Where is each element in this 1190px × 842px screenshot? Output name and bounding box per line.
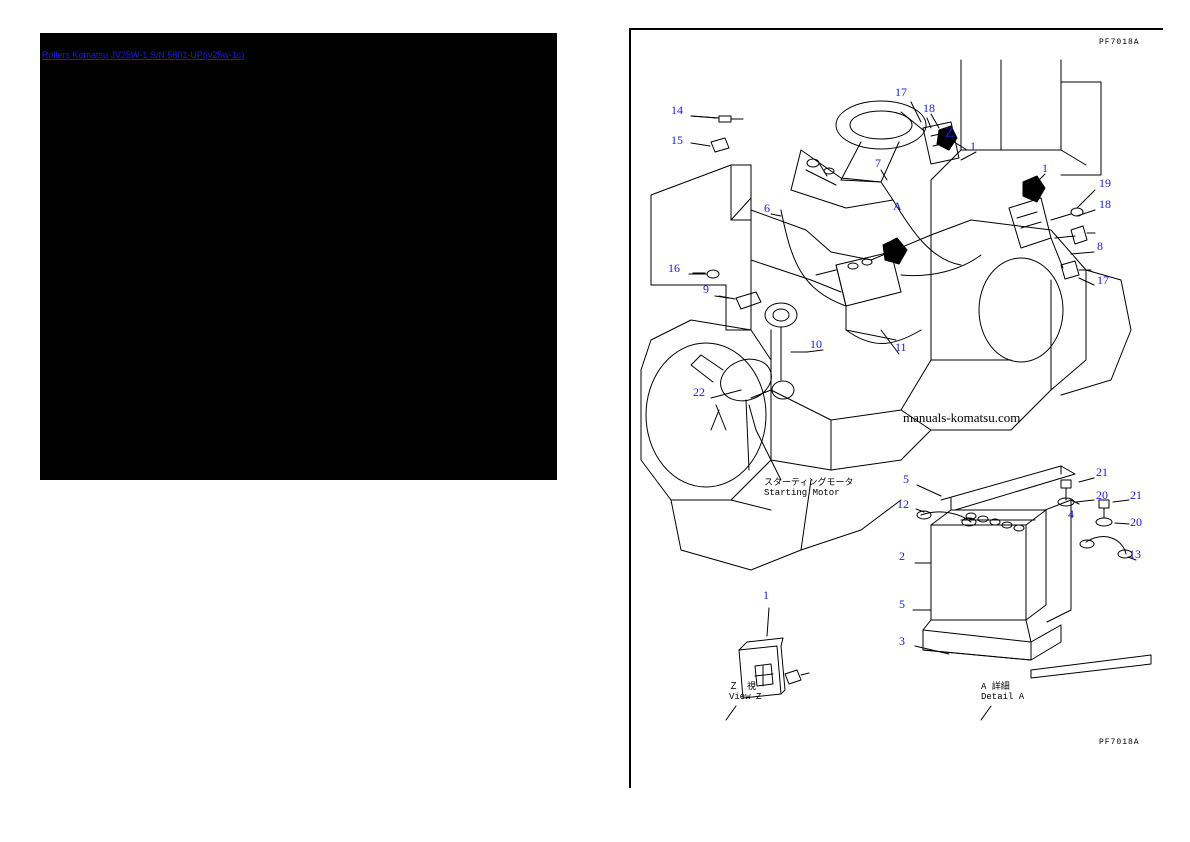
callout-5-b: 5 — [899, 597, 905, 611]
label-detail-a: A 詳細 Detail A — [981, 682, 1025, 703]
callout-7: 7 — [875, 156, 881, 170]
callout-13: 13 — [1129, 547, 1141, 561]
callout-17-b: 17 — [1097, 273, 1109, 287]
callout-1-a: 1 — [970, 139, 976, 153]
callout-8: 8 — [1097, 239, 1103, 253]
label-view-z: Ｚ 視 View Z — [729, 682, 762, 703]
drawing-code-bottom: PF7018A — [1099, 738, 1140, 747]
callout-6: 6 — [764, 201, 770, 215]
callout-16: 16 — [668, 261, 680, 275]
callout-1-b: 1 — [1042, 161, 1048, 175]
callout-21-b: 21 — [1130, 488, 1142, 502]
callout-10: 10 — [810, 337, 822, 351]
callout-2: 2 — [899, 549, 905, 563]
callout-15: 15 — [671, 133, 683, 147]
watermark-text: manuals-komatsu.com — [903, 410, 1021, 425]
callout-19: 19 — [1099, 176, 1111, 190]
callout-18-b: 18 — [1099, 197, 1111, 211]
callout-14: 14 — [671, 103, 683, 117]
callout-5-a: 5 — [903, 472, 909, 486]
parts-diagram-drawing — [640, 59, 1152, 721]
product-title-link[interactable]: Rollers Komatsu JV25W-1 S/N 5801-UP(jv25… — [42, 50, 245, 60]
callout-12: 12 — [897, 497, 909, 511]
callout-17-a: 17 — [895, 85, 907, 99]
callout-20-b: 20 — [1130, 515, 1142, 529]
drawing-code-top: PF7018A — [1099, 38, 1140, 47]
callout-1-c: 1 — [763, 588, 769, 602]
label-starting-motor: スターティングモータ Starting Motor — [764, 478, 854, 499]
callout-3: 3 — [899, 634, 905, 648]
callout-18-a: 18 — [923, 101, 935, 115]
callout-4: 4 — [1068, 507, 1074, 521]
preview-black-panel — [40, 33, 557, 480]
callout-A: A — [893, 199, 902, 213]
callout-21-a: 21 — [1096, 465, 1108, 479]
callout-9: 9 — [703, 282, 709, 296]
callout-11: 11 — [895, 340, 907, 354]
parts-diagram-panel: 14 15 16 9 22 6 7 17 18 1 A Z 1 19 18 8 … — [629, 28, 1163, 788]
callout-22: 22 — [693, 385, 705, 399]
callout-20-a: 20 — [1096, 488, 1108, 502]
callout-Z: Z — [945, 125, 955, 141]
